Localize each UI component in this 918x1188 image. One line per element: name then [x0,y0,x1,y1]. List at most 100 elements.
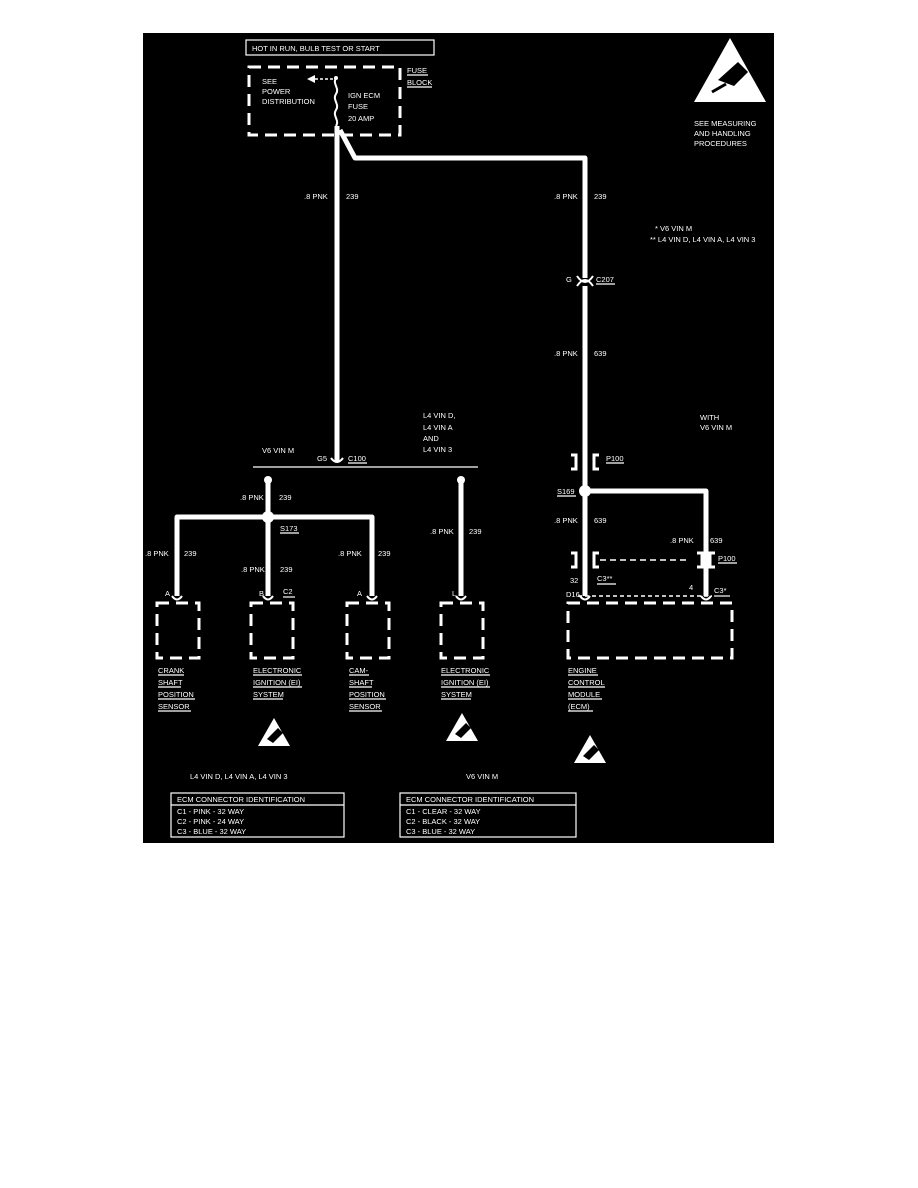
with-variant-2: V6 VIN M [700,423,732,432]
wire-right-main [337,128,588,278]
ecm-label-2: CONTROL [568,678,605,687]
l4-variant-1: L4 VIN D, [423,411,456,420]
ecm-box [566,601,734,660]
right-table-title: ECM CONNECTOR IDENTIFICATION [406,795,534,804]
caution-text-2: AND HANDLING [694,129,751,138]
cam-pin: A [357,589,362,598]
crank-label-3: POSITION [158,690,194,699]
left-table-heading: L4 VIN D, L4 VIN A, L4 VIN 3 [190,772,288,781]
hot-in-run-box [245,39,435,56]
wire-s169-right-num: 639 [710,536,723,545]
left-table-row: C1 - PINK - 32 WAY [177,807,244,816]
wire-ei2-num: 239 [469,527,482,536]
ei1-label-1: ELECTRONIC [253,666,302,675]
crank-sensor-box [155,601,201,660]
fuse-block-box [247,65,402,137]
wire-right-lower-num: 639 [594,349,607,358]
ecm-label-4: (ECM) [568,702,590,711]
c100-connector [330,457,344,463]
wire-cam-color: .8 PNK [338,549,362,558]
pin-marks [171,595,712,601]
fuse-name-1: IGN ECM [348,91,380,100]
caution-text-1: SEE MEASURING [694,119,757,128]
s173-label: S173 [280,524,298,533]
s173-splice [262,511,274,523]
esd-warning-icon [258,718,290,746]
caution-text-3: PROCEDURES [694,139,747,148]
cam-label-1: CAM- [349,666,369,675]
wire-ei2-color: .8 PNK [430,527,454,536]
fuse-block-label-2: BLOCK [407,78,432,87]
see-power-text-1: SEE [262,77,277,86]
right-table-row: C3 - BLUE - 32 WAY [406,827,475,836]
wire-s169-down-color: .8 PNK [554,516,578,525]
wire-branch-num: 239 [279,493,292,502]
crank-label-4: SENSOR [158,702,190,711]
fuse-block-label: FUSE [407,66,427,75]
p100-bottom-connector [571,551,715,569]
ei1-label-2: IGNITION (EI) [253,678,301,687]
fuse-amp: 20 AMP [348,114,374,123]
fuse-name-2: FUSE [348,102,368,111]
right-ecm-table [399,792,577,838]
c207-label: C207 [596,275,614,284]
ecm-c3-single: C3* [714,586,727,595]
ecm-pin-d16: D16 [566,590,580,599]
wire-s169-right [585,488,709,596]
ecm-label-3: MODULE [568,690,600,699]
c207-connector [576,275,594,287]
v6-variant-label: V6 VIN M [262,446,294,455]
left-ecm-table [170,792,345,838]
ei2-box [439,601,485,660]
wire-left-color: .8 PNK [304,192,328,201]
wire-branch-color: .8 PNK [240,493,264,502]
crank-label-2: SHAFT [158,678,183,687]
cam-sensor-box [345,601,391,660]
ei1-box [249,601,295,660]
ecm-pin-32: 32 [570,576,578,585]
wire-right-num: 239 [594,192,607,201]
crank-label-1: CRANK [158,666,184,675]
wire-crank-num: 239 [184,549,197,558]
left-table-row: C3 - BLUE - 32 WAY [177,827,246,836]
ecm-pin-4: 4 [689,583,693,592]
ei2-label-3: SYSTEM [441,690,472,699]
cam-label-4: SENSOR [349,702,381,711]
wire-s169-down-num: 639 [594,516,607,525]
p100-top-connector [571,453,599,471]
esd-warning-icon [446,713,478,741]
wire-s169-right-color: .8 PNK [670,536,694,545]
ei2-label-2: IGNITION (EI) [441,678,489,687]
esd-warning-icon [694,38,766,102]
ei1-pin: B [259,589,264,598]
ecm-c3-double: C3** [597,574,613,583]
c100-pin: G5 [317,454,327,463]
cam-label-2: SHAFT [349,678,374,687]
legend-star: * V6 VIN M [655,224,692,233]
with-variant-1: WITH [700,413,719,422]
fuse-icon [333,76,339,127]
ei1-label-3: SYSTEM [253,690,284,699]
diagram-background [143,33,774,843]
left-table-title: ECM CONNECTOR IDENTIFICATION [177,795,305,804]
right-table-heading: V6 VIN M [466,772,498,781]
l4-variant-2: L4 VIN A [423,423,453,432]
cam-label-3: POSITION [349,690,385,699]
wire-right-lower-color: .8 PNK [554,349,578,358]
ei2-top-end [457,476,465,484]
ei2-pin: L [452,589,456,598]
p100-bottom-label: P100 [718,554,736,563]
c100-label: C100 [348,454,366,463]
c207-pin: G [566,275,572,284]
ei2-label-1: ELECTRONIC [441,666,490,675]
s169-label: S169 [557,487,575,496]
wire-right-color: .8 PNK [554,192,578,201]
wire-ei-color: .8 PNK [241,565,265,574]
right-table-row: C2 - BLACK - 32 WAY [406,817,480,826]
wire-ei-num: 239 [280,565,293,574]
hot-in-run-label: HOT IN RUN, BULB TEST OR START [252,44,380,53]
l4-variant-4: L4 VIN 3 [423,445,452,454]
crank-pin: A [165,589,170,598]
wire-left-num: 239 [346,192,359,201]
